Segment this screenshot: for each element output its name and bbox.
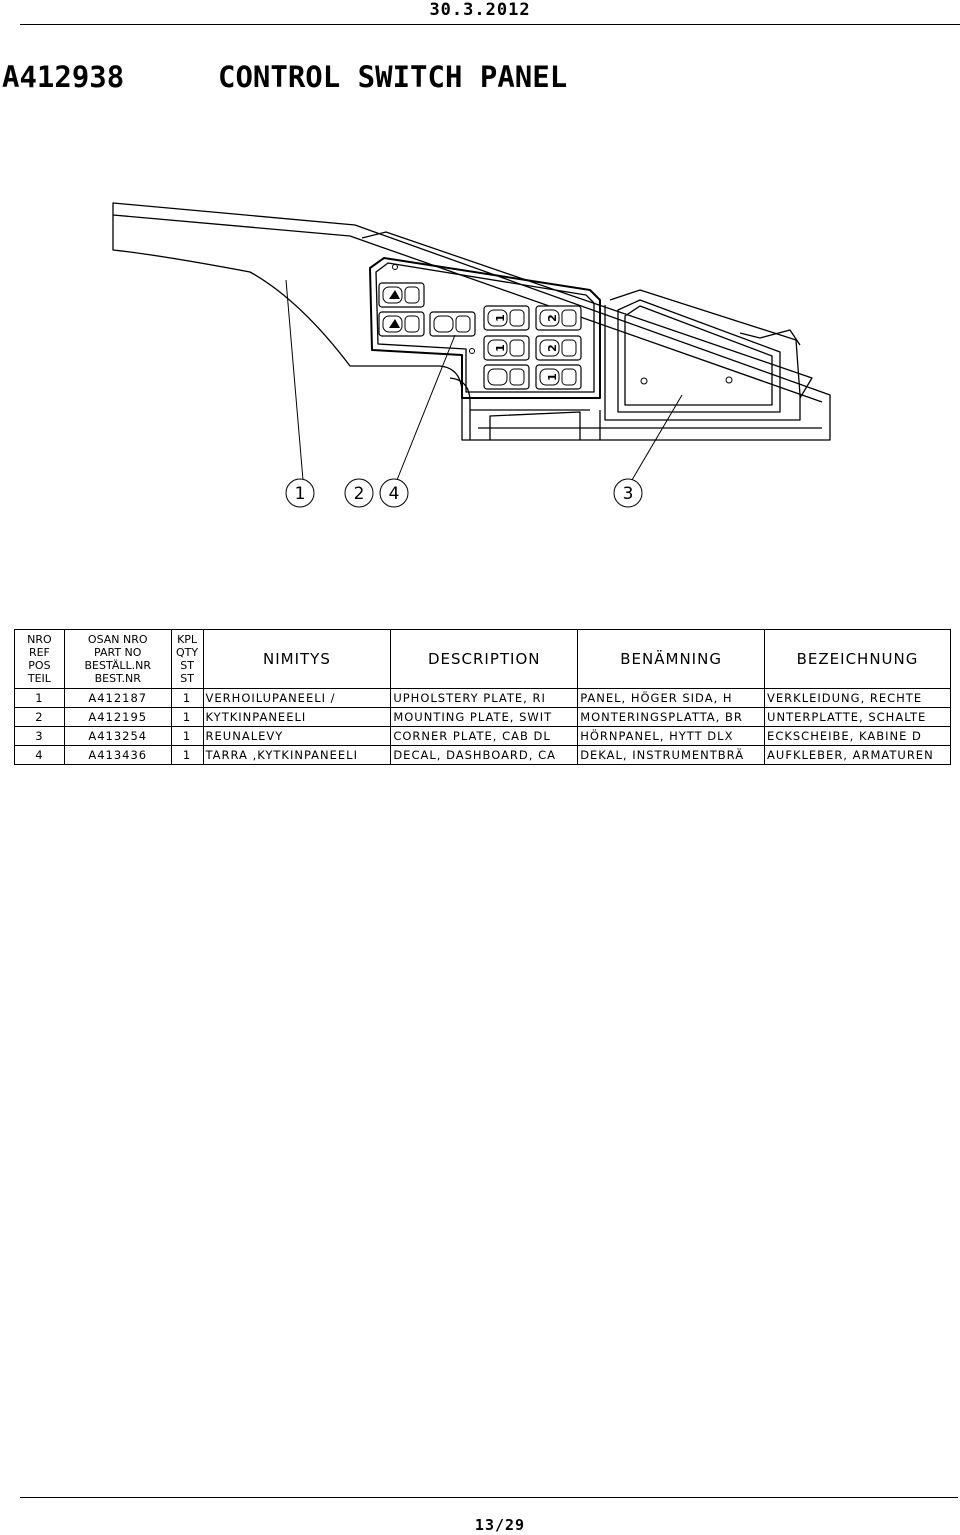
col-header-bezeichnung: BEZEICHNUNG — [764, 629, 951, 689]
footer-rule — [20, 1497, 958, 1498]
page-title: A412938 CONTROL SWITCH PANEL — [2, 60, 567, 94]
cell-description: DECAL, DASHBOARD, CA — [390, 745, 579, 765]
cell-pos: 2 — [14, 707, 65, 727]
col-header-nimitys: NIMITYS — [202, 629, 392, 689]
col-header-benamning: BENÄMNING — [577, 629, 766, 689]
assembly-drawing: 1 2 1 2 1 1 2 4 3 — [112, 202, 831, 508]
cell-bezeichnung: VERKLEIDUNG, RECHTE — [764, 688, 951, 708]
callout-3-bubble — [613, 478, 643, 508]
table-row: 1 A412187 1 VERHOILUPANEELI / UPHOLSTERY… — [14, 688, 951, 708]
callout-1: 1 — [295, 484, 306, 504]
callout-3: 3 — [623, 484, 634, 504]
cell-nimitys: TARRA ,KYTKINPANEELI — [202, 745, 392, 765]
switch-mark: 2 — [546, 344, 559, 352]
cell-nimitys: KYTKINPANEELI — [202, 707, 392, 727]
cell-part-no: A412187 — [63, 688, 172, 708]
table-row: 4 A413436 1 TARRA ,KYTKINPANEELI DECAL, … — [14, 745, 951, 765]
switch-panel-outline — [369, 257, 601, 399]
cell-nimitys: VERHOILUPANEELI / — [202, 688, 392, 708]
cell-qty: 1 — [170, 726, 204, 746]
callout-4: 4 — [389, 484, 400, 504]
assembly-name: CONTROL SWITCH PANEL — [218, 60, 568, 94]
table-row: 3 A413254 1 REUNALEVY CORNER PLATE, CAB … — [14, 726, 951, 746]
cell-part-no: A413254 — [63, 726, 172, 746]
col-header-description: DESCRIPTION — [390, 629, 579, 689]
header-rule — [20, 24, 960, 25]
cell-pos: 4 — [14, 745, 65, 765]
upholstery-panel-outline — [112, 202, 831, 441]
corner-plate-outline — [617, 299, 781, 413]
page-number: 13/29 — [474, 1516, 526, 1534]
cell-description: UPHOLSTERY PLATE, RI — [390, 688, 579, 708]
cell-description: CORNER PLATE, CAB DL — [390, 726, 579, 746]
part-code: A412938 — [2, 60, 125, 94]
cell-bezeichnung: UNTERPLATTE, SCHALTE — [764, 707, 951, 727]
cell-qty: 1 — [170, 707, 204, 727]
cell-benamning: PANEL, HÖGER SIDA, H — [577, 688, 766, 708]
switch-mark: 1 — [494, 344, 507, 352]
cell-description: MOUNTING PLATE, SWIT — [390, 707, 579, 727]
cell-bezeichnung: AUFKLEBER, ARMATUREN — [764, 745, 951, 765]
cell-benamning: MONTERINGSPLATTA, BR — [577, 707, 766, 727]
cell-qty: 1 — [170, 688, 204, 708]
cell-benamning: DEKAL, INSTRUMENTBRÄ — [577, 745, 766, 765]
callout-4-bubble — [379, 478, 409, 508]
switch-mark: 2 — [546, 314, 559, 322]
cell-pos: 1 — [14, 688, 65, 708]
switch-mark: 1 — [546, 373, 559, 381]
cell-part-no: A412195 — [63, 707, 172, 727]
switch-mark: 1 — [494, 314, 507, 322]
callout-1-bubble — [285, 478, 315, 508]
table-row: 2 A412195 1 KYTKINPANEELI MOUNTING PLATE… — [14, 707, 951, 727]
cell-part-no: A413436 — [63, 745, 172, 765]
cell-nimitys: REUNALEVY — [202, 726, 392, 746]
cell-qty: 1 — [170, 745, 204, 765]
callout-2-bubble — [344, 478, 374, 508]
header-date: 30.3.2012 — [429, 0, 531, 20]
cell-bezeichnung: ECKSCHEIBE, KABINE D — [764, 726, 951, 746]
cell-pos: 3 — [14, 726, 65, 746]
callout-2: 2 — [354, 484, 365, 504]
cell-benamning: HÖRNPANEL, HYTT DLX — [577, 726, 766, 746]
